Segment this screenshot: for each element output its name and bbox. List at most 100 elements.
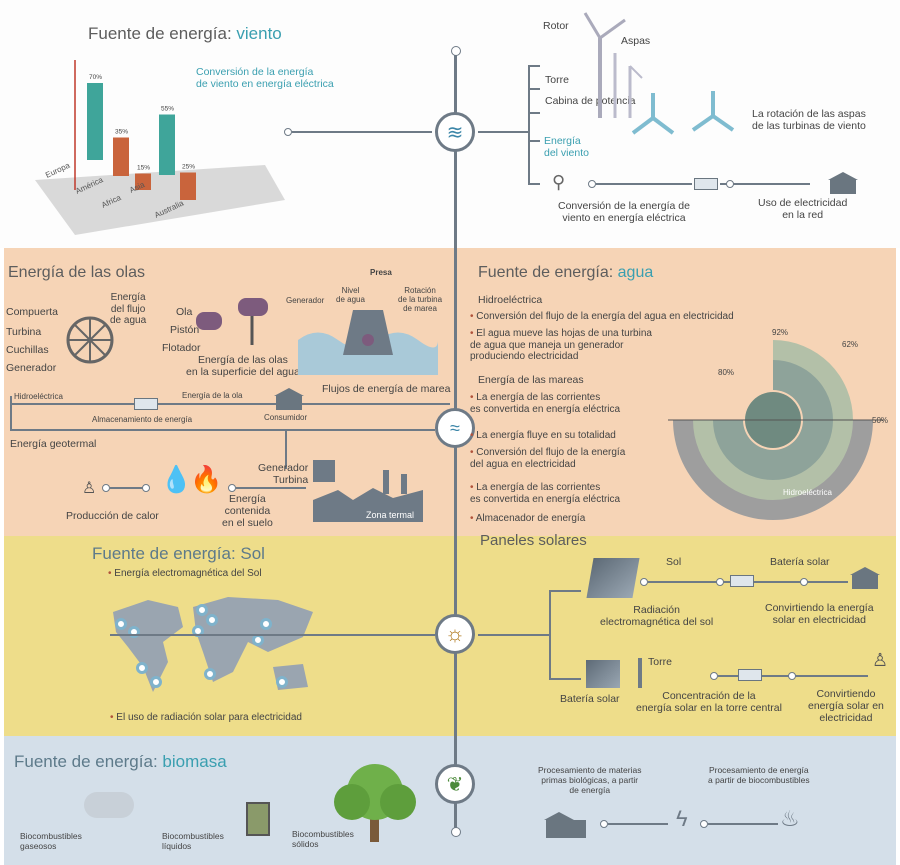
pct-80: 80% (718, 368, 735, 377)
small-turbine-icon: ⚲ (552, 172, 566, 192)
solar-house-icon (850, 567, 880, 589)
chart-bar (113, 137, 129, 176)
geotermal-label: Energía geotermal (10, 438, 97, 450)
person2-icon: ♙ (872, 650, 889, 670)
conversion-label: Conversión de la energía de viento en en… (558, 200, 690, 225)
water-hub-icon: ≈ (435, 408, 475, 448)
superficie-label: Energía de las olas en la superficie del… (186, 354, 300, 379)
rotating-turbines-icon (631, 91, 735, 135)
uso-label: Uso de electricidad en la red (758, 197, 848, 222)
proc2-label: Procesamiento de energía a partir de bio… (708, 765, 810, 785)
wind-bar-chart: 70%Europa35%América15%Africa55%Asia25%Au… (35, 60, 285, 235)
bio-title: Fuente de energía: biomasa (14, 752, 227, 771)
concentracion-label: Concentración de la energía solar en la … (636, 690, 782, 715)
agua-b4: La energía fluye en su totalidad (470, 430, 616, 442)
agua-b3: La energía de las corrientes es converti… (470, 392, 620, 415)
sol-b2: El uso de radiación solar para electrici… (110, 712, 302, 724)
agua-b1: Conversión del flujo de la energía del a… (470, 311, 733, 323)
hydro-ring-chart (668, 340, 883, 520)
map-dot (128, 626, 140, 638)
water-flow-line (10, 403, 450, 405)
chart-bar (87, 83, 103, 160)
ola-label: Ola (176, 306, 193, 318)
pct-62: 62% (842, 340, 859, 349)
sun-hub-icon: ☼ (435, 614, 475, 654)
wind-left-line (292, 131, 432, 133)
hidro-small-label: Hidroeléctrica (14, 392, 63, 401)
bateria-label: Batería solar (770, 556, 830, 568)
wind-bullet: Conversión de la energía de viento en en… (196, 66, 334, 91)
rotor-label: Rotor (543, 20, 569, 32)
battery-icon (694, 178, 718, 190)
sol-title: Fuente de energía: Sol (92, 544, 265, 563)
bar-value-label: 70% (89, 74, 102, 81)
sol-b1: Energía electromagnética del Sol (108, 568, 261, 580)
marea-label: Flujos de energía de marea (322, 383, 451, 395)
generador-label: Generador (6, 362, 57, 374)
bateria2-label: Batería solar (560, 693, 620, 705)
wind-right-line (478, 131, 528, 133)
water-wheel-icon (66, 316, 114, 364)
radiacion-label: Radiación electromagnética del sol (600, 604, 714, 629)
sun-left-line (110, 634, 435, 636)
torre-label: Torre (545, 74, 569, 86)
agua-b2: El agua mueve las hojas de una turbina d… (470, 328, 652, 363)
map-dot (206, 614, 218, 626)
paneles-title: Paneles solares (480, 532, 587, 549)
map-dot (136, 662, 148, 674)
compuerta-label: Compuerta (6, 306, 58, 318)
sol-bio-label: Biocombustibles sólidos (292, 829, 354, 849)
torre-sol-label: Torre (648, 656, 672, 668)
map-dot (115, 618, 127, 630)
solar-panel2-icon (586, 660, 620, 688)
factory-icon (544, 812, 586, 838)
bar-value-label: 55% (161, 106, 174, 113)
cuchillas-label: Cuchillas (6, 344, 49, 356)
biomass-hub-icon: ❦ (435, 764, 475, 804)
fire-icon: ♨ (780, 806, 800, 831)
map-dot (204, 668, 216, 680)
generador-turbina-label: Generador Turbina (258, 462, 309, 487)
wind-left-node (284, 128, 292, 136)
person-icon: ♙ (82, 480, 97, 497)
bottom-node (451, 827, 461, 837)
wave-buoy-icon (196, 298, 268, 345)
piston-label: Pistón (170, 324, 200, 336)
bar-category-label: Europa (44, 161, 72, 180)
flujo-label: Energía del flujo de agua (110, 292, 147, 326)
geothermal-plant-icon (313, 460, 423, 522)
agua-b5: Conversión del flujo de la energía del a… (470, 447, 625, 470)
tidal-dam-icon (298, 310, 438, 375)
wind-turbine-icon (583, 12, 643, 118)
mareas-title: Energía de las mareas (478, 374, 584, 386)
zona-termal-label: Zona termal (366, 510, 415, 520)
ring-hidro-label: Hidroeléctrica (783, 488, 832, 497)
chart-bar (159, 114, 175, 175)
conv1-label: Convirtiendo la energía solar en electri… (765, 602, 874, 627)
map-dot (276, 676, 288, 688)
solar-battery-icon (730, 575, 754, 587)
tower-icon (638, 658, 642, 688)
conv2-label: Convirtiendo energía solar en electricid… (808, 688, 884, 725)
map-dot (150, 676, 162, 688)
presa-label: Presa (370, 268, 392, 277)
liquid-container-icon (246, 802, 270, 836)
cloud-icon (84, 792, 134, 818)
suelo-label: Energía contenida en el suelo (222, 493, 273, 530)
agua-b6: La energía de las corrientes es converti… (470, 482, 620, 505)
liq-label: Biocombustibles líquidos (162, 831, 224, 851)
consumidor-label: Consumidor (264, 413, 308, 422)
pct-92: 92% (772, 328, 789, 337)
flotador-label: Flotador (162, 342, 201, 354)
consumer-house-icon (274, 388, 304, 410)
cabina-label: Cabina de potencia (545, 95, 636, 107)
generador2-label: Generador (286, 296, 325, 305)
house-icon (828, 172, 858, 194)
solar-battery2-icon (738, 669, 762, 681)
pct-50: 50% (872, 416, 889, 425)
aspas-label: Aspas (621, 35, 651, 47)
map-dot (260, 618, 272, 630)
turbina-label: Turbina (6, 326, 42, 338)
top-node (451, 46, 461, 56)
lightning-icon: ϟ (676, 806, 688, 831)
